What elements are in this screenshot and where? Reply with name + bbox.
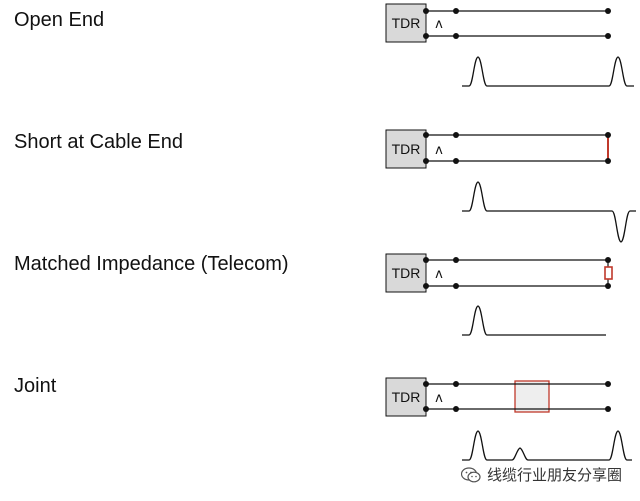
watermark-text: 线缆行业朋友分享圈 <box>486 466 622 484</box>
row-title-joint: Joint <box>14 375 57 397</box>
terminal-dot <box>423 8 429 14</box>
tdr-box <box>385 3 427 43</box>
terminal-dot <box>605 8 611 14</box>
circuit-short-at-cable-end: TDR ʌ <box>385 129 636 243</box>
terminal-dot <box>605 283 611 289</box>
circuit-joint: TDR ʌ <box>385 377 632 461</box>
pulse-symbol: ʌ <box>435 143 443 158</box>
terminal-dot <box>453 381 459 387</box>
terminal-dot <box>605 33 611 39</box>
terminal-dot <box>453 33 459 39</box>
watermark: 线缆行业朋友分享圈 <box>460 464 622 485</box>
waveform-matched-impedance <box>462 305 606 336</box>
waveform-open-end <box>462 56 634 87</box>
row-title-short-at-cable-end: Short at Cable End <box>14 131 183 153</box>
terminal-dot <box>423 158 429 164</box>
waveform-joint <box>462 430 632 461</box>
circuit-matched-impedance: TDR ʌ <box>385 253 613 336</box>
terminal-dot <box>423 283 429 289</box>
row-title-matched-impedance: Matched Impedance (Telecom) <box>14 253 289 275</box>
tdr-label: TDR <box>392 265 421 281</box>
tdr-box <box>385 377 427 417</box>
terminal-dot <box>453 406 459 412</box>
tdr-box <box>385 253 427 293</box>
terminal-dot <box>453 132 459 138</box>
terminal-dot <box>605 381 611 387</box>
terminal-dot <box>423 132 429 138</box>
terminal-dot <box>453 158 459 164</box>
circuit-open-end: TDR ʌ <box>385 3 634 87</box>
terminal-dot <box>423 381 429 387</box>
tdr-label: TDR <box>392 141 421 157</box>
terminal-dot <box>423 33 429 39</box>
tdr-box <box>385 129 427 169</box>
terminal-dot <box>453 8 459 14</box>
terminal-dot <box>605 257 611 263</box>
terminal-dot <box>605 158 611 164</box>
terminal-dot <box>453 283 459 289</box>
tdr-label: TDR <box>392 389 421 405</box>
pulse-symbol: ʌ <box>435 391 443 406</box>
pulse-symbol: ʌ <box>435 17 443 32</box>
row-title-open-end: Open End <box>14 9 105 31</box>
wechat-icon <box>460 466 481 482</box>
terminal-dot <box>605 132 611 138</box>
waveform-short-at-cable-end <box>462 181 636 243</box>
joint-box <box>514 380 550 413</box>
terminal-dot <box>423 406 429 412</box>
terminal-dot <box>605 406 611 412</box>
terminal-dot <box>453 257 459 263</box>
pulse-symbol: ʌ <box>435 267 443 282</box>
termination-resistor-icon <box>604 266 613 280</box>
terminal-dot <box>423 257 429 263</box>
tdr-label: TDR <box>392 15 421 31</box>
